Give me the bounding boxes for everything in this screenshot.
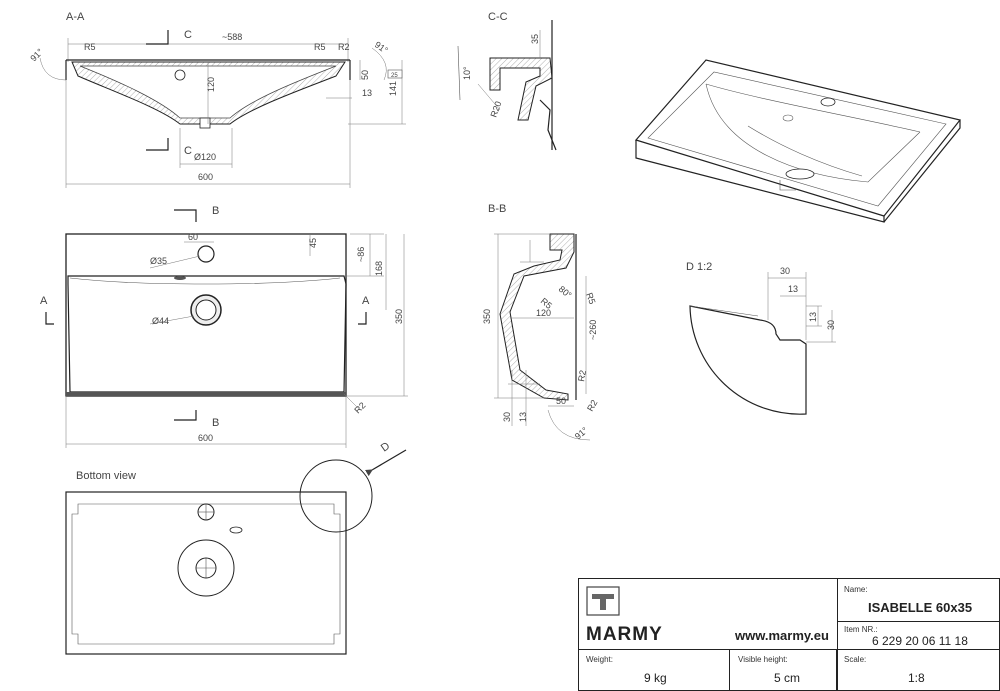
dim-aa-91-right: 91° [373,39,390,55]
dim-top-45: 45 [308,238,318,248]
item-label: Item NR.: [844,625,878,634]
dim-aa-588: ~588 [222,32,242,42]
dim-bb-91: 91° [573,425,590,442]
dim-aa-13: 13 [362,88,372,98]
isometric-basin-view [634,59,962,223]
dim-aa-dia120: Ø120 [194,152,216,162]
dim-aa-600: 600 [198,172,213,182]
name-value: ISABELLE 60x35 [868,600,973,615]
section-mark-d: D [379,440,392,454]
weight-label: Weight: [586,655,613,664]
view-label-aa: A-A [66,11,85,23]
title-block: MARMY www.marmy.eu Name: ISABELLE 60x35 … [578,578,1000,691]
dim-top-86: ~86 [356,247,366,262]
dim-top-dia44: Ø44 [152,316,169,326]
dim-bb-30: 30 [502,412,512,422]
dim-aa-box: 25 [391,73,398,79]
website-link[interactable]: www.marmy.eu [735,628,829,643]
dim-aa-120: 120 [206,77,216,92]
dim-bb-r5b: R5 [584,291,597,305]
view-label-bottom: Bottom view [76,470,136,482]
dim-d-13: 13 [788,284,798,294]
dim-aa-r2: R2 [338,42,350,52]
dim-top-dia35: Ø35 [150,256,167,266]
section-mark-b-top: B [212,205,219,217]
section-mark-c-bottom: C [184,145,192,157]
weight-value: 9 kg [644,671,667,685]
dim-bb-r2: R2 [576,369,588,382]
section-bb-view: B-B 350 R5 80° R5 120 ~260 R2 30 13 50 R… [482,203,599,442]
dim-top-r2: R2 [352,400,367,415]
section-mark-a-right: A [362,295,370,307]
item-value: 6 229 20 06 11 18 [872,634,968,648]
scale-label: Scale: [844,655,867,664]
dim-d-30: 30 [780,266,790,276]
view-label-bb: B-B [488,203,506,215]
section-aa-view: A-A ~588 R5 R5 R2 91° 91° C C 120 50 141… [28,11,406,188]
scale-value: 1:8 [908,671,925,685]
top-view: B B A A 60 45 ~86 168 350 Ø35 Ø44 [40,205,408,448]
dim-top-60: 60 [188,232,198,242]
dim-cc-10: 10° [462,66,472,80]
detail-d-view: D 1:2 30 13 13 30 [686,261,836,415]
dim-bb-350: 350 [482,309,492,324]
brand-cell [578,578,837,650]
dim-aa-r5-left: R5 [84,42,96,52]
dim-top-600: 600 [198,433,213,443]
dim-d-30b: 30 [826,320,836,330]
section-mark-c-top: C [184,29,192,41]
dim-aa-r5-right: R5 [314,42,326,52]
visible-height-value: 5 cm [774,671,801,685]
dim-aa-91-left: 91° [28,46,45,63]
dim-d-13b: 13 [808,312,818,322]
dim-cc-35: 35 [530,34,540,44]
name-label: Name: [844,585,868,594]
dim-bb-r2b: R2 [585,398,599,413]
marmy-logo-icon [586,586,620,616]
section-mark-b-bottom: B [212,417,219,429]
dim-bb-13: 13 [518,412,528,422]
section-cc-view: C-C 35 10° R20 [457,11,557,151]
brand-name: MARMY [586,624,663,645]
dim-bb-120: 120 [536,308,551,318]
dim-bb-260: ~260 [588,320,598,340]
view-label-d: D 1:2 [686,261,712,273]
dim-top-350: 350 [394,309,404,324]
dim-bb-80: 80° [557,284,574,301]
bottom-view: Bottom view D [65,440,407,655]
dim-aa-141: 141 [388,81,398,96]
section-mark-a-left: A [40,295,48,307]
view-label-cc: C-C [488,11,508,23]
visible-height-label: Visible height: [738,655,788,664]
dim-top-168: 168 [374,261,384,276]
dim-cc-r20: R20 [488,100,503,119]
dim-aa-50: 50 [360,70,370,80]
dim-bb-50: 50 [556,396,566,406]
